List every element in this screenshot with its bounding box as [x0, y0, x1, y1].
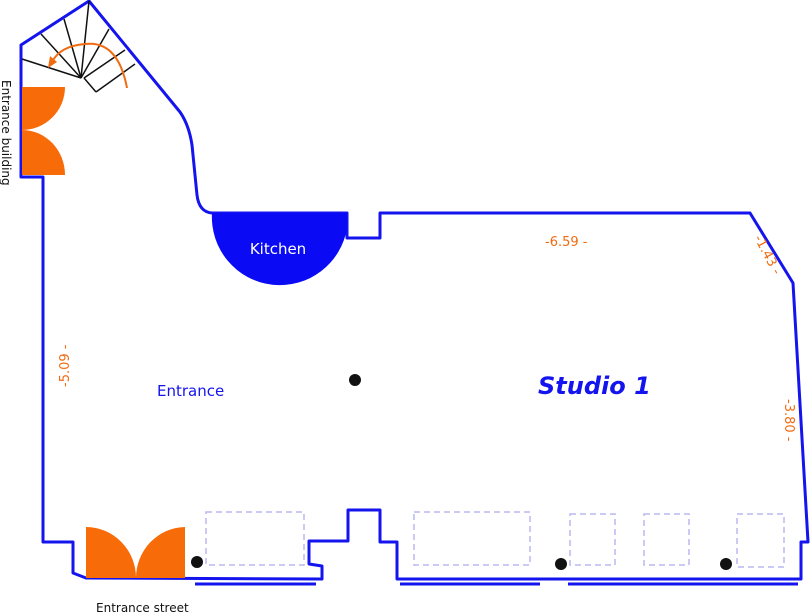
dimension-top-wall: -6.59 -	[545, 235, 588, 250]
entrance-building-label: Entrance building	[0, 80, 13, 186]
furniture-outline	[205, 511, 305, 566]
furniture-outline	[643, 513, 690, 566]
staircase	[21, 0, 136, 93]
column	[349, 374, 361, 386]
dimension-left-wall: -5.09 -	[58, 344, 73, 387]
door-building-top	[22, 87, 65, 130]
door-building-bottom	[22, 130, 65, 175]
furniture-outline	[413, 511, 531, 566]
door-street-right	[136, 527, 185, 578]
kitchen-area-fill	[211, 213, 347, 282]
column	[191, 556, 203, 568]
dimension-corner-wall: -1.43 -	[750, 233, 783, 278]
kitchen-label: Kitchen	[250, 240, 306, 258]
stair-direction-arrow	[51, 42, 128, 89]
door-street-left	[86, 527, 136, 578]
entrance-street-label: Entrance street	[96, 601, 189, 615]
building-outline	[19, 0, 810, 581]
studio-label: Studio 1	[538, 372, 651, 400]
entrance-label: Entrance	[157, 382, 224, 400]
column	[720, 558, 732, 570]
furniture-outline	[569, 513, 616, 566]
furniture-outline	[736, 513, 785, 568]
dimension-right-wall: -3.80 -	[781, 399, 796, 442]
column	[555, 558, 567, 570]
